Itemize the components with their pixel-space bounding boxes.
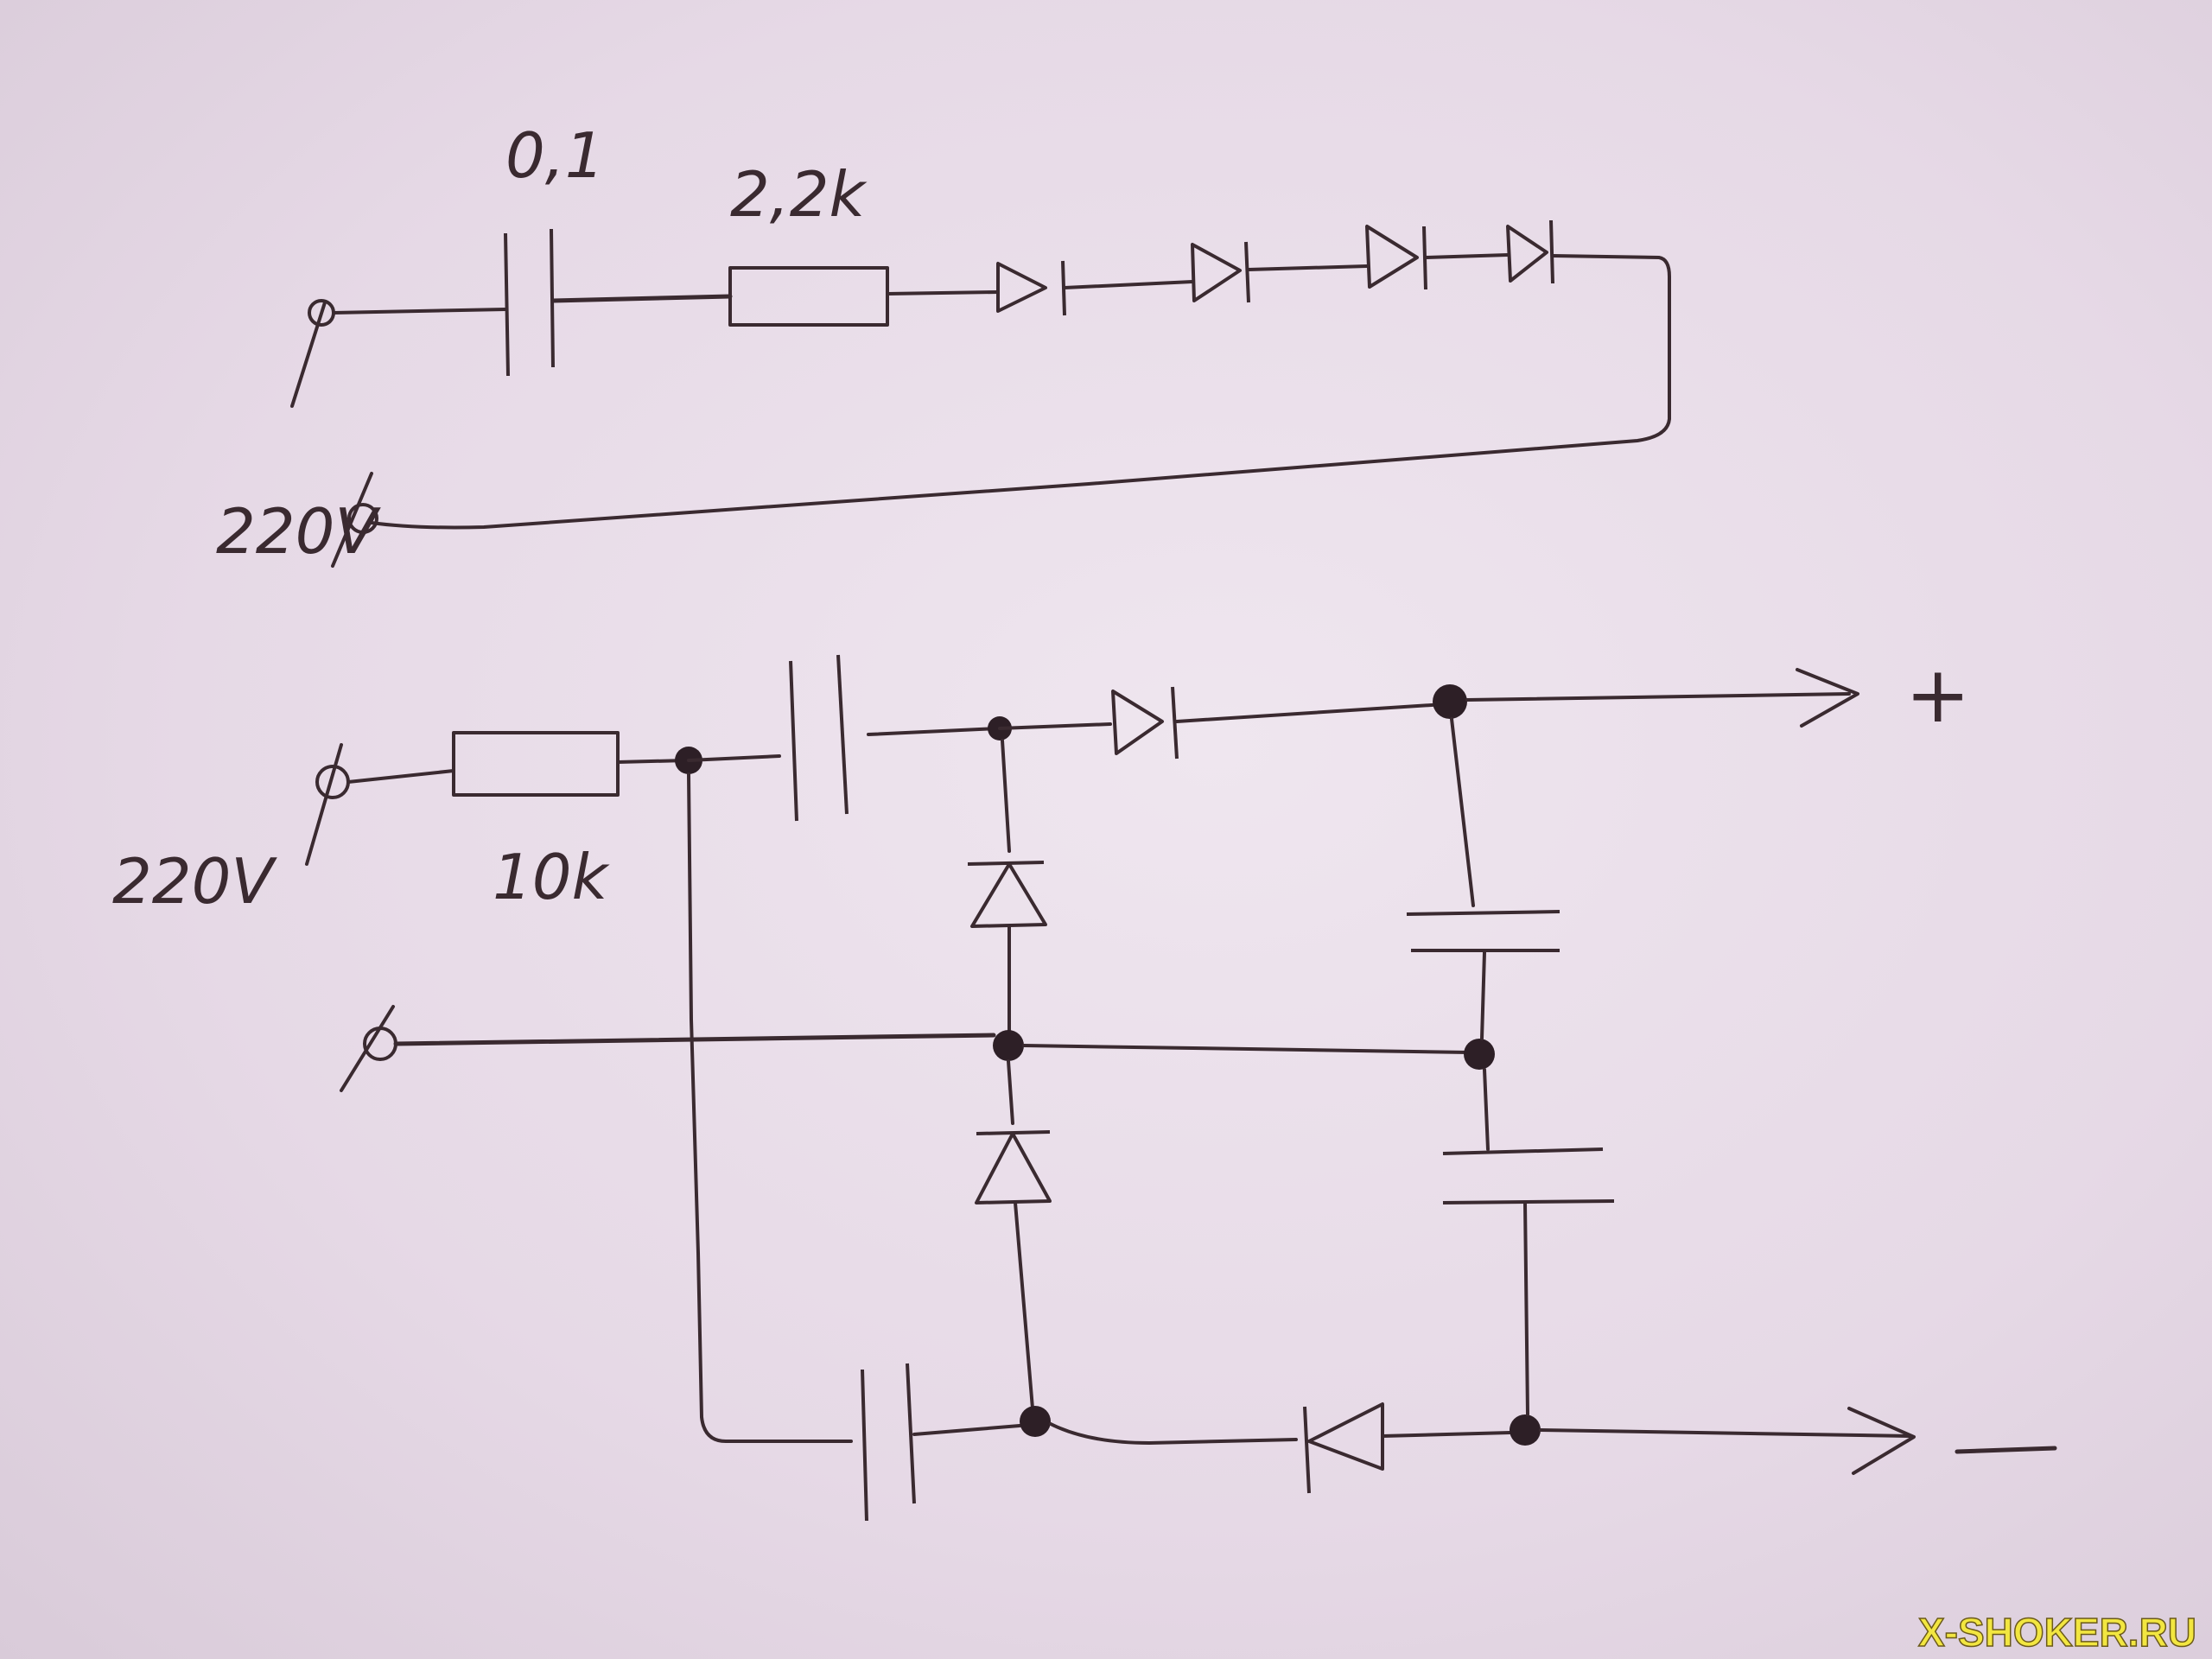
diode-d1 [1111, 686, 1179, 760]
capacitor-c2 [1406, 910, 1560, 952]
bottom-resistor-label: 10k [493, 841, 611, 913]
top-diode-1 [996, 260, 1066, 316]
top-wire-2 [550, 294, 733, 303]
plus-arrow-icon [1796, 668, 1859, 728]
top-diode-3 [1365, 225, 1427, 290]
bottom-wire-bl [1049, 1422, 1298, 1445]
top-wire-1 [332, 308, 507, 315]
bottom-supply-label: 220V [112, 845, 277, 918]
wire-m-down [1007, 1059, 1014, 1125]
wire-mid-down [1483, 1068, 1490, 1151]
top-capacitor [504, 228, 555, 377]
top-diode-2 [1191, 241, 1250, 303]
middle-wire-right [1022, 1044, 1471, 1054]
capacitor-c1 [789, 654, 849, 822]
bottom-wire-c4 [912, 1424, 1021, 1436]
top-terminal-1-tick [290, 301, 327, 408]
top-return-wire [370, 254, 1671, 530]
bottom-terminal-1-tick [305, 743, 343, 866]
bottom-wire-d1 [1175, 702, 1446, 723]
top-wire-6 [1424, 253, 1510, 259]
bottom-wire-c1 [867, 727, 1000, 736]
minus-label: — [1957, 1397, 2035, 1488]
bottom-wire-b [998, 722, 1112, 730]
diode-d2 [967, 861, 1047, 928]
bottom-resistor [452, 731, 620, 797]
diode-d3 [975, 1130, 1052, 1205]
wire-plus-down [1450, 717, 1475, 907]
bottom-wire-d4 [1381, 1431, 1512, 1438]
top-wire-4 [1063, 280, 1194, 289]
wire-c2-down [1480, 950, 1486, 1040]
plus-label: + [1905, 650, 1970, 741]
wire-c3-down [1523, 1201, 1529, 1416]
capacitor-c4 [861, 1363, 916, 1522]
wire-b-down [1001, 739, 1011, 853]
bottom-wire-in [346, 769, 455, 784]
wire-d3-down [1014, 1201, 1034, 1410]
diode-d4 [1303, 1402, 1384, 1494]
bottom-circuit: 220V 10k + [112, 650, 2057, 1522]
junction-minus [1510, 1414, 1541, 1446]
bottom-wire-a [687, 754, 781, 762]
top-supply-label: 220V [216, 495, 381, 568]
top-terminal-2-tick [331, 472, 373, 568]
minus-arrow-icon [1847, 1407, 1916, 1475]
top-circuit: 0,1 2,2k [216, 119, 1671, 568]
minus-label-mark [1955, 1446, 2057, 1454]
junction-bottom-left [1020, 1406, 1051, 1437]
plus-output-wire [1465, 692, 1851, 702]
junction-middle-right [1464, 1039, 1495, 1070]
top-diode-4 [1506, 219, 1554, 284]
top-wire-5 [1247, 264, 1369, 271]
top-wire-3 [886, 290, 1000, 296]
junction-plus [1433, 684, 1467, 719]
middle-terminal-tick [340, 1005, 395, 1092]
capacitor-c3 [1442, 1147, 1615, 1205]
top-terminal-2 [347, 503, 378, 534]
top-resistor [728, 266, 889, 327]
top-resistor-label: 2,2k [730, 158, 868, 231]
top-capacitor-label: 0,1 [505, 119, 605, 192]
minus-output-wire [1539, 1428, 1911, 1438]
watermark: X-SHOKER.RU [1918, 1610, 2196, 1655]
middle-wire [393, 1033, 996, 1046]
left-vertical-wire [687, 772, 853, 1443]
junction-middle [993, 1030, 1024, 1061]
